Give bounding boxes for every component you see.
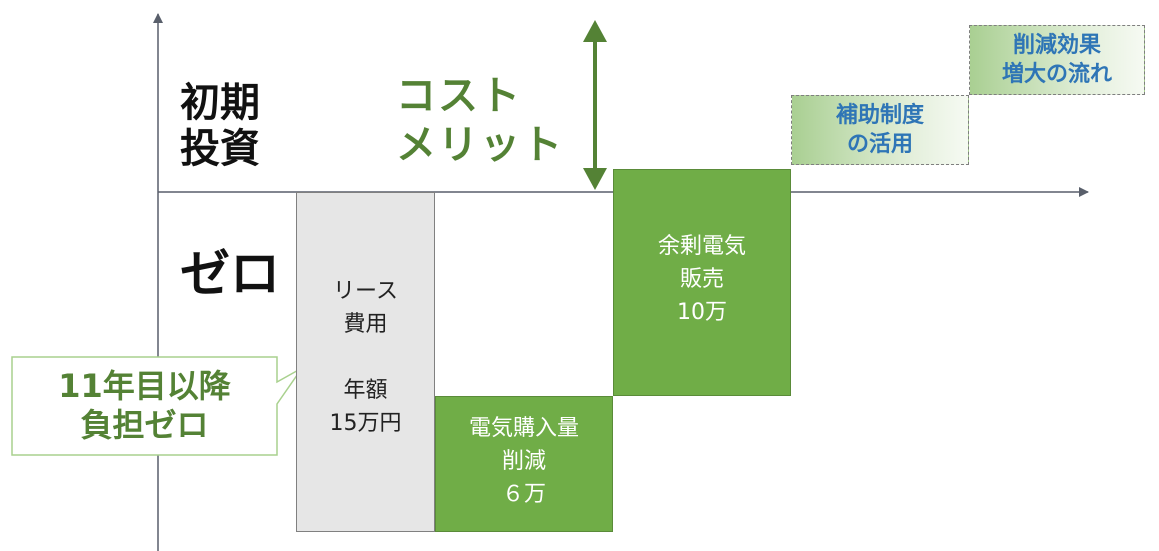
callout-bubble-shape: [11, 356, 303, 456]
subsidy-step-line1: 補助制度: [835, 102, 924, 128]
cost-merit-line2: メリット: [396, 121, 564, 168]
lease-line2: 費用: [343, 312, 388, 337]
cost-merit-double-arrow: [583, 20, 607, 190]
initial-investment-label: 初期 投資: [180, 80, 260, 172]
surplus-sale-line3: 10万: [677, 300, 727, 325]
lease-cost-box: リース 費用 年額 15万円: [296, 192, 435, 532]
subsidy-step-box: 補助制度 の活用: [791, 95, 969, 165]
surplus-sale-line1: 余剰電気: [657, 234, 746, 259]
lease-line1: リース: [333, 279, 398, 304]
purchase-reduction-line2: 削減: [501, 448, 546, 474]
callout-line1: 11年目以降: [58, 366, 231, 405]
lease-line4: 15万円: [329, 411, 402, 436]
initial-investment-line2: 投資: [180, 126, 260, 172]
subsidy-step-line2: の活用: [846, 132, 913, 157]
expansion-step-box: 削減効果 増大の流れ: [969, 25, 1145, 95]
cost-merit-line1: コスト: [396, 73, 522, 119]
expansion-step-line1: 削減効果: [1012, 32, 1101, 58]
zero-label: ゼロ: [180, 245, 280, 303]
cost-merit-label: コスト メリット: [396, 72, 564, 170]
callout-no-burden: 11年目以降 負担ゼロ: [12, 357, 277, 455]
purchase-reduction-box: 電気購入量 削減 ６万: [435, 396, 613, 532]
callout-line2: 負担ゼロ: [80, 406, 209, 444]
surplus-sale-box: 余剰電気 販売 10万: [613, 169, 791, 396]
purchase-reduction-line1: 電気購入量: [468, 415, 579, 441]
surplus-sale-line2: 販売: [679, 267, 724, 292]
expansion-step-line2: 増大の流れ: [1001, 62, 1112, 87]
initial-investment-line1: 初期: [180, 80, 260, 126]
lease-line3: 年額: [343, 378, 388, 403]
purchase-reduction-line3: ６万: [501, 481, 546, 507]
